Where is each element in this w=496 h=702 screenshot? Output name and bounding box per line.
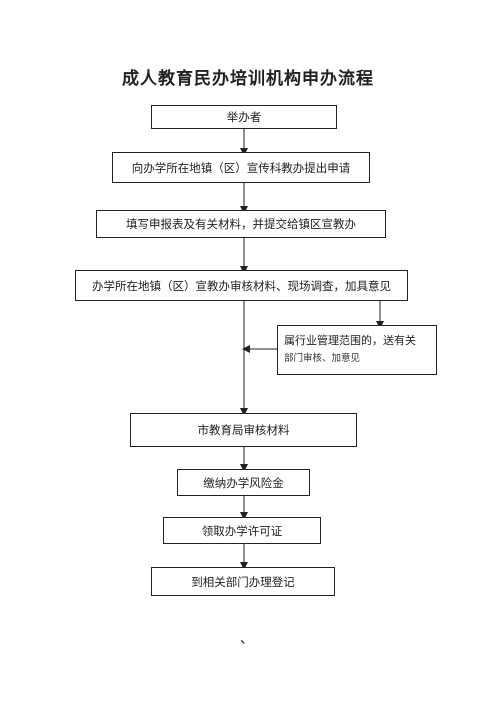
- step-industry-dept-review: 属行业管理范围的，送有关 部门审核、加意见: [277, 325, 437, 375]
- side-note-line2: 部门审核、加意见: [284, 353, 361, 364]
- step-pay-risk-deposit-label: 缴纳办学风险金: [203, 475, 284, 490]
- step-organizer: 举办者: [151, 105, 337, 129]
- footer-mark: 、: [240, 631, 254, 647]
- step-get-license: 领取办学许可证: [163, 517, 321, 544]
- step-get-license-label: 领取办学许可证: [201, 523, 283, 538]
- step-register: 到相关部门办理登记: [151, 567, 335, 596]
- step-register-label: 到相关部门办理登记: [191, 574, 295, 589]
- step-fill-forms: 填写申报表及有关材料，并提交给镇区宣教办: [96, 210, 386, 238]
- step-city-education-review-label: 市教育局审核材料: [197, 423, 290, 437]
- step-town-review-label: 办学所在地镇（区）宣教办审核材料、现场调查，加具意见: [92, 278, 391, 293]
- step-submit-application-label: 向办学所在地镇（区）宣传科教办提出申请: [131, 160, 351, 175]
- side-note-line1: 属行业管理范围的，送有关: [284, 334, 416, 347]
- page-title: 成人教育民办培训机构申办流程: [122, 69, 374, 89]
- step-fill-forms-label: 填写申报表及有关材料，并提交给镇区宣教办: [126, 217, 356, 231]
- step-city-education-review: 市教育局审核材料: [130, 413, 357, 447]
- step-submit-application: 向办学所在地镇（区）宣传科教办提出申请: [112, 152, 370, 183]
- step-pay-risk-deposit: 缴纳办学风险金: [177, 469, 310, 496]
- step-organizer-label: 举办者: [226, 110, 262, 124]
- step-town-review: 办学所在地镇（区）宣教办审核材料、现场调查，加具意见: [75, 270, 408, 301]
